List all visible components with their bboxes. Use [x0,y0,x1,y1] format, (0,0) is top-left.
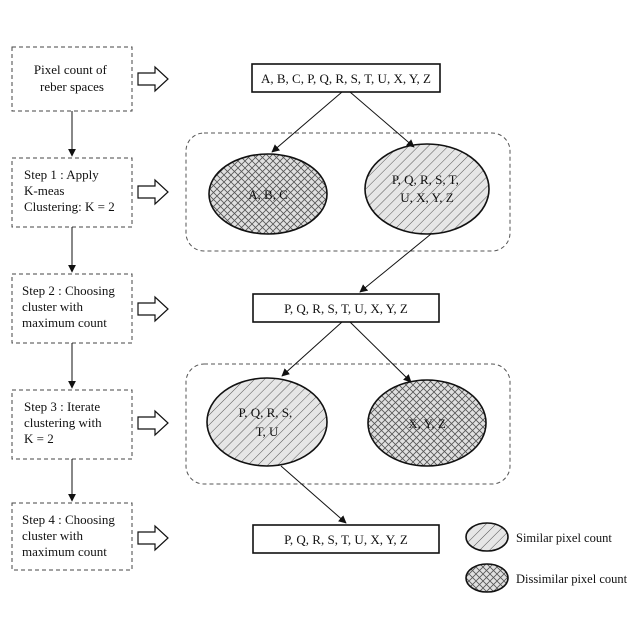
step-box-4: Step 4 : Choosing cluster with maximum c… [12,503,132,570]
step-box-2: Step 2 : Choosing cluster with maximum c… [12,274,132,343]
set-box-step2: P, Q, R, S, T, U, X, Y, Z [253,294,439,322]
cluster-2-left-ellipse [207,378,327,466]
cluster-2-right: X, Y, Z [368,380,486,466]
legend-item-dissimilar: Dissimilar pixel count [466,564,628,592]
cluster-2-right-text: X, Y, Z [408,416,446,431]
set-step4-text: P, Q, R, S, T, U, X, Y, Z [284,532,408,547]
arrow-all-to-c1-right [350,92,414,147]
hollow-arrow-icon [138,411,168,435]
arrow-c1-right-to-step2 [360,234,431,292]
cluster-1-right: P, Q, R, S, T, U, X, Y, Z [365,144,489,234]
cluster-1-right-ellipse [365,144,489,234]
arrow-step2-to-c2-left [282,322,342,376]
set-box-all: A, B, C, P, Q, R, S, T, U, X, Y, Z [252,64,440,92]
legend-similar-label: Similar pixel count [516,531,612,545]
hollow-arrow-icon [138,297,168,321]
step-box-0: Pixel count of reber spaces [12,47,132,111]
arrow-all-to-c1-left [272,92,342,152]
legend-similar-swatch [466,523,508,551]
arrow-step2-to-c2-right [350,322,411,382]
set-step2-text: P, Q, R, S, T, U, X, Y, Z [284,301,408,316]
hollow-arrow-icon [138,526,168,550]
set-all-text: A, B, C, P, Q, R, S, T, U, X, Y, Z [261,71,431,86]
step-box-3: Step 3 : Iterate clustering with K = 2 [12,390,132,459]
arrow-c2-left-to-step4 [281,466,346,523]
legend-item-similar: Similar pixel count [466,523,612,551]
cluster-2-left: P, Q, R, S, T, U [207,378,327,466]
hollow-arrow-icon [138,180,168,204]
legend-dissimilar-label: Dissimilar pixel count [516,572,628,586]
step-box-1: Step 1 : Apply K-meas Clustering: K = 2 [12,158,132,227]
set-box-step4: P, Q, R, S, T, U, X, Y, Z [253,525,439,553]
legend: Similar pixel count Dissimilar pixel cou… [466,523,628,592]
legend-dissimilar-swatch [466,564,508,592]
cluster-1-left: A, B, C [209,154,327,234]
hollow-arrow-icon [138,67,168,91]
cluster-1-left-text: A, B, C [248,187,288,202]
